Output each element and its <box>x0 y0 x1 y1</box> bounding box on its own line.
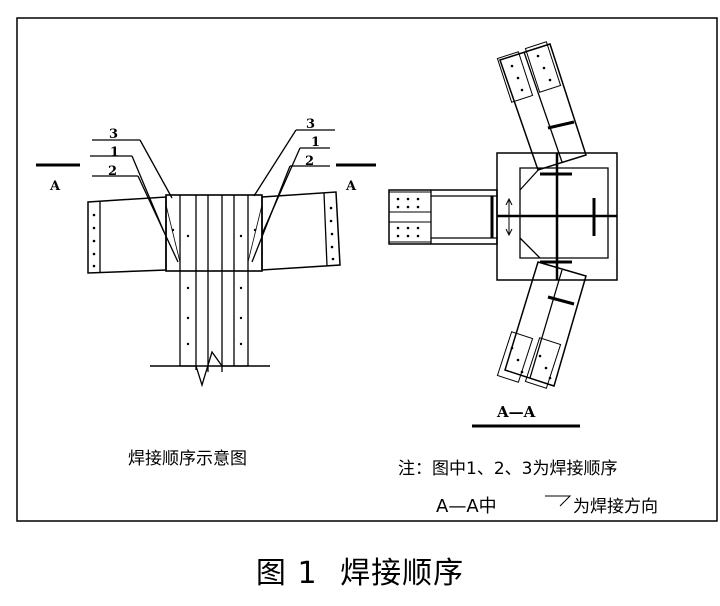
welding-sequence-drawing: 3 1 2 A 3 1 2 A 焊接顺序示意图 <box>16 17 718 522</box>
label-3-right: 3 <box>306 117 315 132</box>
section-view <box>388 41 618 428</box>
figure-caption: 图 1 焊接顺序 <box>0 548 720 592</box>
section-label-right: A <box>345 179 357 194</box>
label-1-right: 1 <box>311 135 320 150</box>
figure-title: 焊接顺序 <box>340 556 465 591</box>
horizontal-beam <box>388 189 498 245</box>
weld-direction-symbol <box>545 495 572 507</box>
label-1-left: 1 <box>110 145 119 160</box>
section-label-left: A <box>49 179 61 194</box>
label-2-right: 2 <box>305 154 314 169</box>
bolt-marks-left <box>92 206 335 346</box>
right-beam <box>261 191 341 271</box>
label-2-left: 2 <box>108 164 117 179</box>
upper-beam <box>499 43 587 171</box>
bolt-marks-section <box>396 54 552 380</box>
section-title: A—A <box>496 403 536 421</box>
figure-number: 图 1 <box>255 556 318 591</box>
label-3-left: 3 <box>109 127 118 142</box>
note-line-2-prefix: A—A中 <box>436 496 497 517</box>
left-elevation <box>36 129 376 388</box>
left-drawing-caption: 焊接顺序示意图 <box>128 449 247 469</box>
break-line <box>180 350 248 388</box>
note-line-1: 注：图中1、2、3为焊接顺序 <box>398 459 617 479</box>
note-line-2-suffix: 为焊接方向 <box>573 497 658 517</box>
lower-beam <box>504 261 587 387</box>
drawing-frame <box>16 17 718 522</box>
left-beam <box>87 196 167 274</box>
